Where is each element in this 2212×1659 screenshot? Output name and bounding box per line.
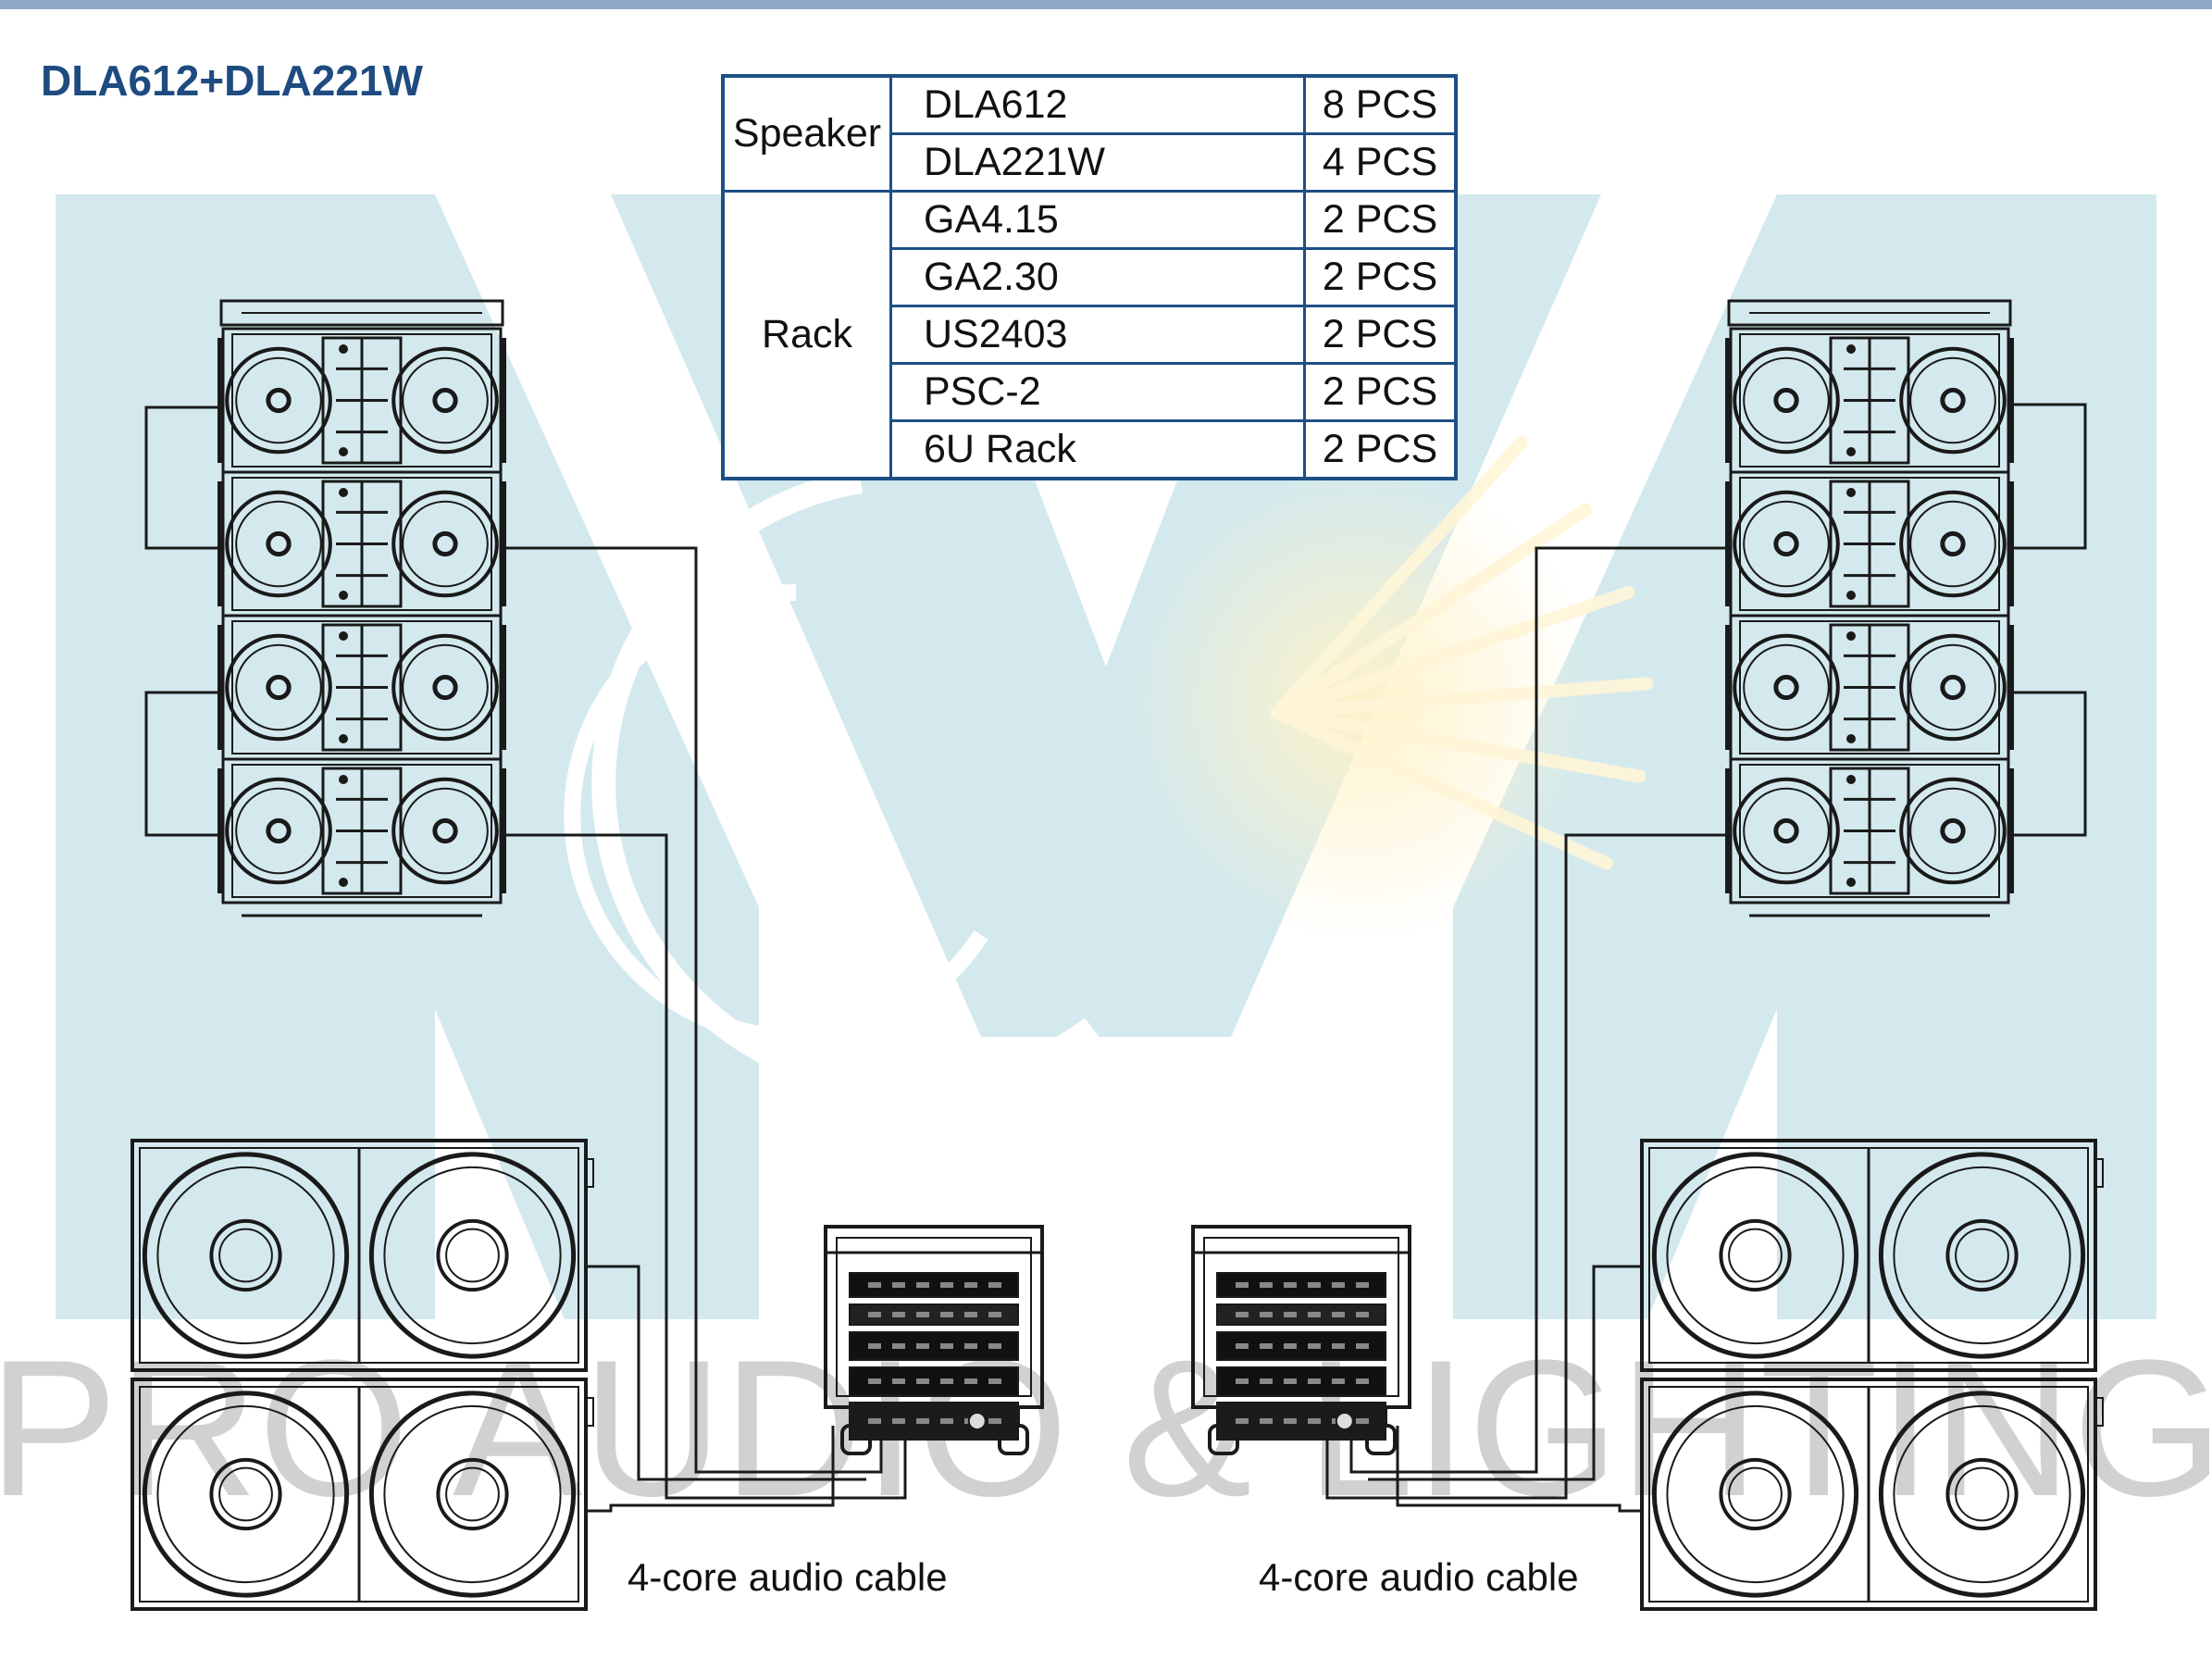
amplifier-rack-icon — [1191, 1225, 1411, 1455]
subwoofer-icon — [1640, 1378, 2104, 1611]
subwoofer-icon — [130, 1139, 594, 1372]
table-row: 6U Rack 2 PCS — [723, 419, 1458, 480]
table-row: Rack GA4.15 2 PCS — [721, 190, 1458, 480]
subwoofer-icon — [130, 1378, 594, 1611]
line-array-cabinet-icon — [217, 327, 506, 474]
model-cell: PSC-2 — [889, 362, 1306, 422]
qty-cell: 2 PCS — [1303, 247, 1458, 307]
top-bar — [0, 0, 2212, 9]
line-array-cabinet-icon — [217, 470, 506, 617]
qty-cell: 2 PCS — [1303, 305, 1458, 365]
subwoofer-stack-right — [1640, 1139, 2104, 1611]
subwoofer-stack-left — [130, 1139, 594, 1611]
cable-label-left: 4-core audio cable — [628, 1555, 948, 1599]
table-row: GA2.30 2 PCS — [723, 247, 1458, 307]
amplifier-rack-icon — [824, 1225, 1044, 1455]
equipment-table: Speaker DLA612 8 PCS DLA221W 4 PCS Rack … — [721, 74, 1458, 480]
table-row: Speaker DLA612 8 PCS — [721, 74, 1458, 193]
qty-cell: 2 PCS — [1303, 419, 1458, 480]
amplifier-rack-right — [1191, 1225, 1411, 1455]
model-cell: 6U Rack — [889, 419, 1306, 480]
table-row: DLA221W 4 PCS — [723, 132, 1458, 193]
group-label-speaker: Speaker — [721, 74, 892, 193]
line-array-left — [217, 299, 506, 917]
cable-runs — [144, 403, 2087, 1513]
model-cell: GA4.15 — [889, 190, 1306, 250]
amplifier-rack-left — [824, 1225, 1044, 1455]
model-cell: US2403 — [889, 305, 1306, 365]
qty-cell: 4 PCS — [1303, 132, 1458, 193]
line-array-cabinet-icon — [217, 757, 506, 904]
line-array-cabinet-icon — [1725, 757, 2014, 904]
subwoofer-icon — [1640, 1139, 2104, 1372]
cable-label-right: 4-core audio cable — [1259, 1555, 1579, 1599]
qty-cell: 2 PCS — [1303, 190, 1458, 250]
model-cell: DLA612 — [889, 74, 1306, 135]
model-cell: GA2.30 — [889, 247, 1306, 307]
table-row: PSC-2 2 PCS — [723, 362, 1458, 422]
qty-cell: 2 PCS — [1303, 362, 1458, 422]
table-row: US2403 2 PCS — [723, 305, 1458, 365]
page-title: DLA612+DLA221W — [41, 56, 423, 105]
model-cell: DLA221W — [889, 132, 1306, 193]
group-label-rack: Rack — [721, 190, 892, 480]
qty-cell: 8 PCS — [1303, 74, 1458, 135]
line-array-right — [1725, 299, 2014, 917]
